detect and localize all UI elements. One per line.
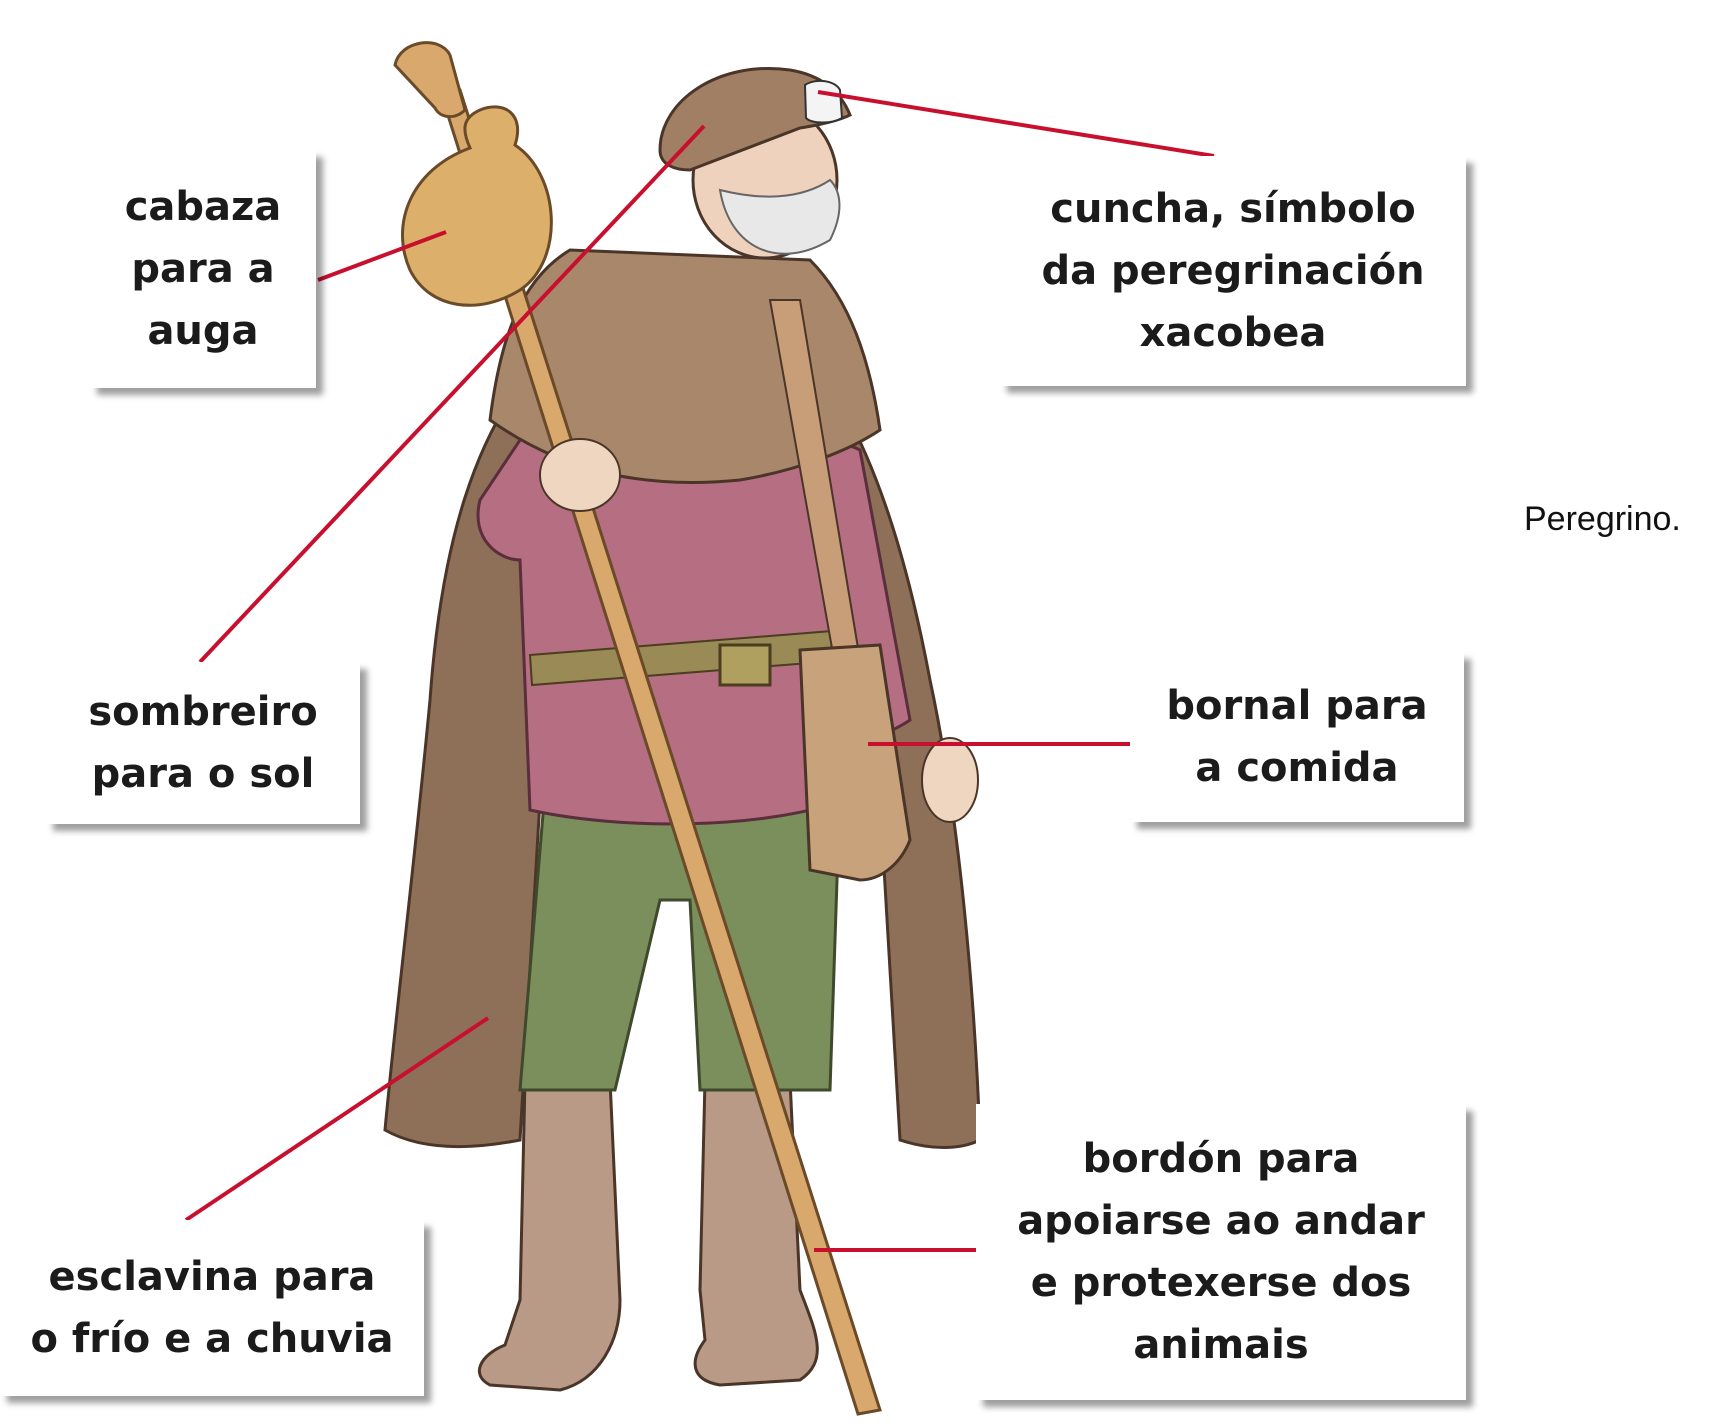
label-cabaza: cabaza para a auga [90, 150, 316, 388]
leader-line-sombreiro [198, 124, 706, 664]
label-esclavina: esclavina para o frío e a chuvia [0, 1220, 424, 1396]
staff-knob [393, 41, 467, 118]
label-bordon: bordón para apoiarse ao andar e protexer… [976, 1104, 1466, 1400]
label-cuncha: cuncha, símbolo da peregrinación xacobea [1000, 156, 1466, 386]
satchel [798, 643, 912, 882]
trousers [518, 788, 842, 1092]
leader-line-cuncha [817, 90, 1215, 158]
scallop-shell [803, 79, 844, 124]
label-bornal: bornal para a comida [1130, 652, 1464, 822]
right-boot [693, 1078, 819, 1387]
belt-buckle [718, 643, 772, 687]
right-hand [921, 737, 979, 823]
left-hand [539, 438, 621, 512]
label-sombreiro: sombreiro para o sol [46, 662, 360, 824]
gourd [401, 105, 553, 307]
left-boot [477, 1078, 622, 1392]
beard [718, 178, 841, 255]
leader-line-esclavina [184, 1016, 490, 1222]
caption: Peregrino. [1524, 500, 1681, 538]
leader-line-cabaza [317, 230, 447, 282]
